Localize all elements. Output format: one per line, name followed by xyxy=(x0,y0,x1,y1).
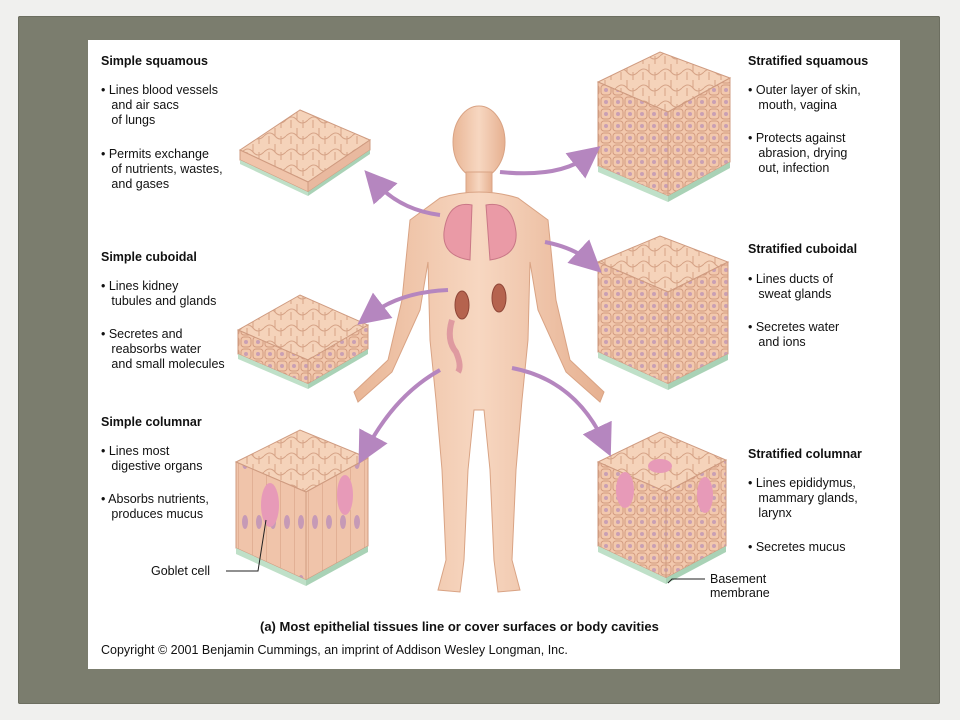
stratified-cuboidal-bullet: • Secretes water and ions xyxy=(748,320,840,349)
simple-columnar-title: Simple columnar xyxy=(101,415,202,429)
human-body-figure xyxy=(353,105,605,593)
stratified-cuboidal-tissue xyxy=(596,235,730,390)
simple-squamous-tissue xyxy=(238,109,372,196)
simple-cuboidal-title: Simple cuboidal xyxy=(101,250,197,264)
stratified-cuboidal-title: Stratified cuboidal xyxy=(748,242,858,256)
simple-squamous-bullet: • Lines blood vessels and air sacs of lu… xyxy=(101,83,218,127)
simple-squamous-title: Simple squamous xyxy=(101,54,208,68)
goblet-cell-shape xyxy=(261,483,279,527)
basement-membrane-label: Basement membrane xyxy=(710,572,770,600)
simple-columnar-bullet: • Absorbs nutrients, produces mucus xyxy=(101,492,209,521)
stratified-squamous-tissue xyxy=(596,51,732,202)
kidneys xyxy=(454,283,507,320)
stratified-columnar-title: Stratified columnar xyxy=(748,447,862,461)
intestine xyxy=(446,319,463,374)
simple-cuboidal-bullet: • Lines kidney tubules and glands xyxy=(101,279,217,308)
simple-columnar-bullet: • Lines most digestive organs xyxy=(101,444,203,473)
arrows xyxy=(357,146,612,465)
stratified-squamous-title: Stratified squamous xyxy=(748,54,869,68)
simple-columnar-tissue xyxy=(234,429,370,586)
stratified-columnar-bullet: • Lines epididymus, mammary glands, lary… xyxy=(748,476,858,520)
basement-membrane-leader xyxy=(667,578,705,584)
simple-cuboidal-tissue xyxy=(236,294,370,389)
lungs xyxy=(443,203,517,261)
goblet-cell-leader xyxy=(226,519,267,572)
stratified-cuboidal-bullet: • Lines ducts of sweat glands xyxy=(748,272,833,301)
goblet-cell-label: Goblet cell xyxy=(151,564,211,578)
stratified-squamous-bullet: • Outer layer of skin, mouth, vagina xyxy=(748,83,861,112)
stratified-squamous-bullet: • Protects against abrasion, drying out,… xyxy=(748,131,848,175)
simple-squamous-bullet: • Permits exchange of nutrients, wastes,… xyxy=(101,147,223,191)
stratified-columnar-bullet: • Secretes mucus xyxy=(748,540,846,554)
simple-cuboidal-bullet: • Secretes and reabsorbs water and small… xyxy=(101,327,225,371)
figure-caption: (a) Most epithelial tissues line or cove… xyxy=(260,619,659,634)
stratified-columnar-tissue xyxy=(596,431,728,584)
copyright-notice: Copyright © 2001 Benjamin Cummings, an i… xyxy=(101,643,568,657)
